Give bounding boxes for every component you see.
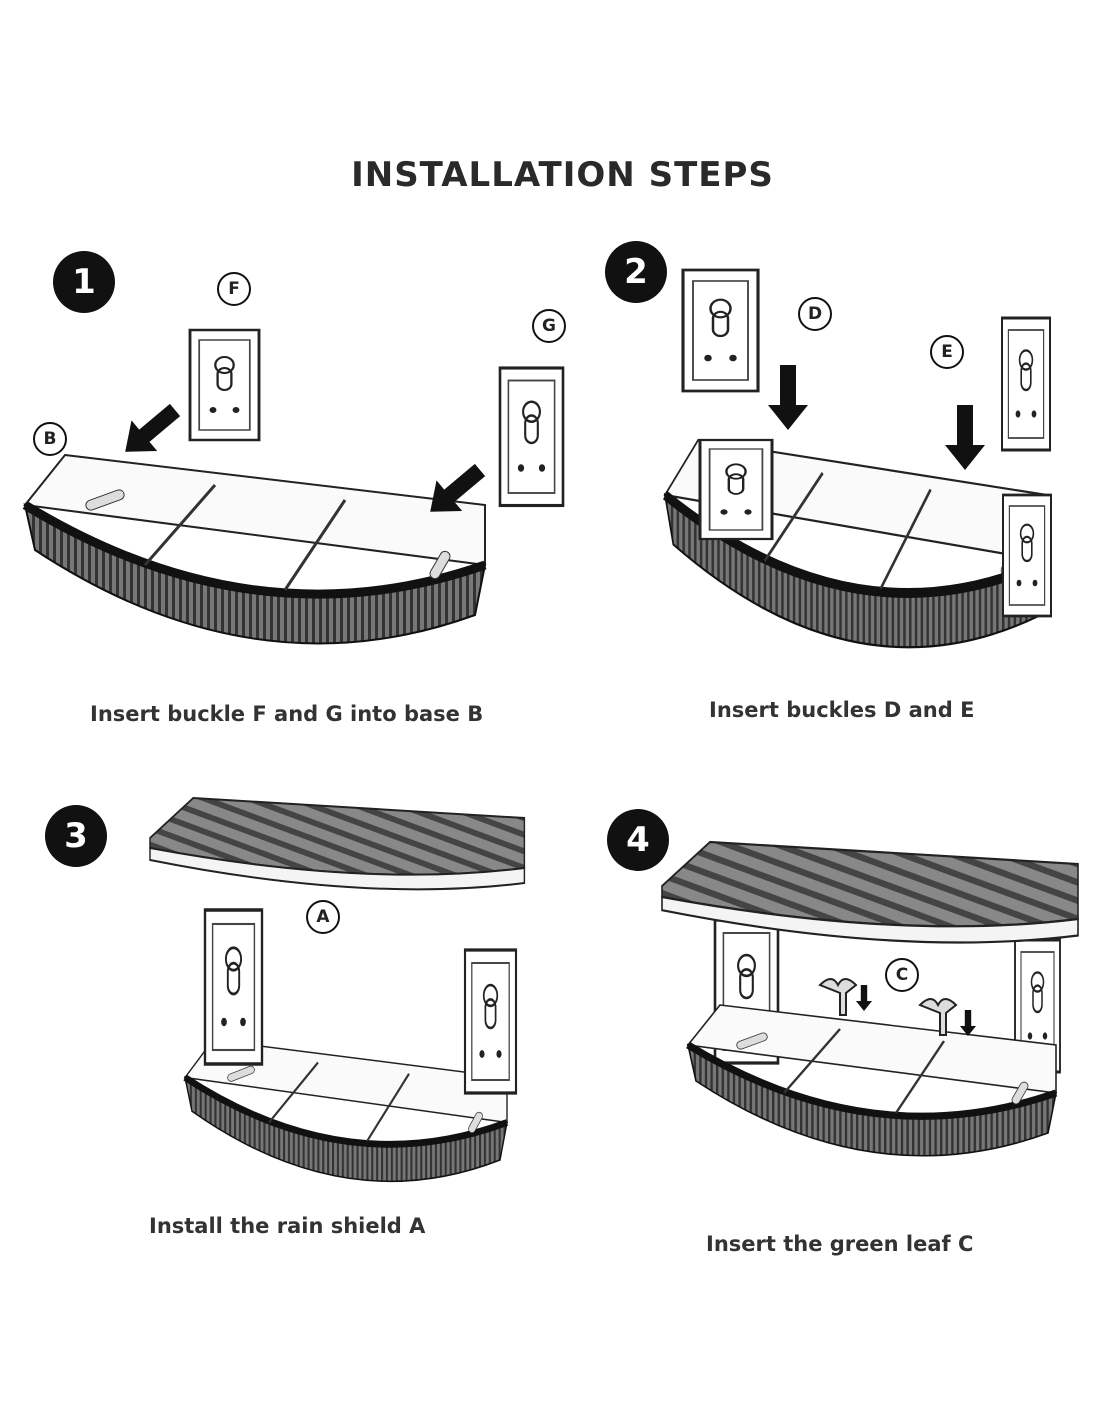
part-label-f: F <box>217 272 251 306</box>
step3-illustration <box>149 797 526 1181</box>
part-label-b: B <box>33 422 67 456</box>
step-2-caption: Insert buckles D and E <box>709 698 975 722</box>
step-3-badge: 3 <box>45 805 107 867</box>
part-label-c: C <box>885 958 919 992</box>
step1-illustration <box>25 328 565 643</box>
step2-illustration <box>665 268 1053 647</box>
part-label-g: G <box>532 309 566 343</box>
step4-illustration <box>660 840 1080 1156</box>
page-title: INSTALLATION STEPS <box>351 155 774 195</box>
part-label-e: E <box>930 335 964 369</box>
step-4-caption: Insert the green leaf C <box>706 1232 974 1256</box>
step-1-badge: 1 <box>53 251 115 313</box>
step-2-badge: 2 <box>605 241 667 303</box>
step-4-badge: 4 <box>607 809 669 871</box>
step-1-caption: Insert buckle F and G into base B <box>90 702 484 726</box>
step-3-caption: Install the rain shield A <box>149 1214 426 1238</box>
part-label-a: A <box>306 900 340 934</box>
part-label-d: D <box>798 297 832 331</box>
